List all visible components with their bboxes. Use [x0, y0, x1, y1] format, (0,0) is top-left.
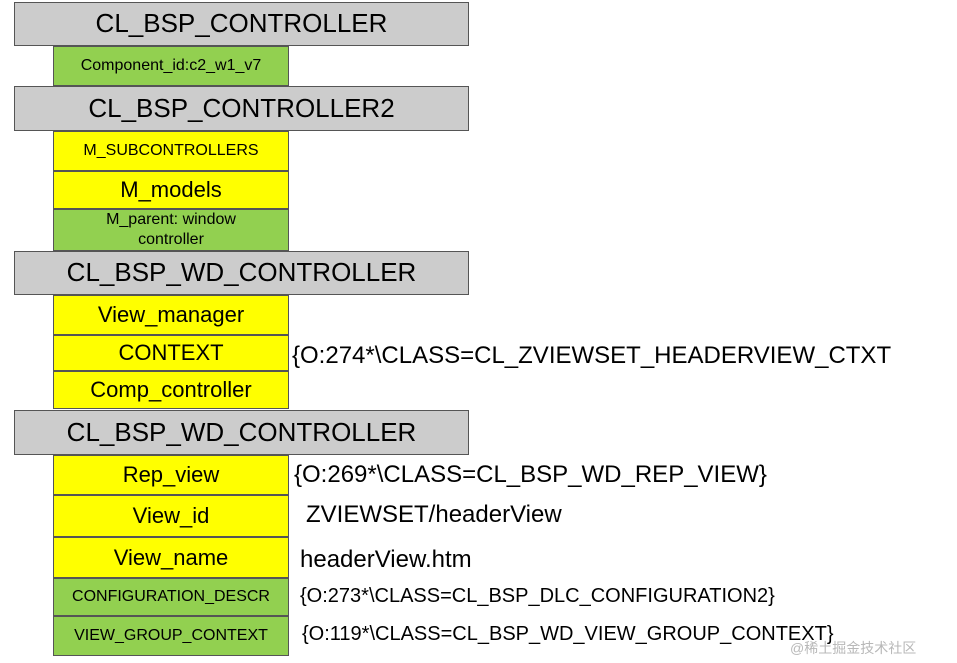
value-view-id: ZVIEWSET/headerView	[306, 501, 562, 528]
field-context: CONTEXT	[53, 335, 289, 371]
value-configuration-descr: {O:273*\CLASS=CL_BSP_DLC_CONFIGURATION2}	[300, 585, 775, 607]
value-view-name: headerView.htm	[300, 546, 472, 573]
field-comp-controller: Comp_controller	[53, 371, 289, 409]
field-view-id: View_id	[53, 495, 289, 537]
class-header-cl-bsp-wd-controller-1: CL_BSP_WD_CONTROLLER	[14, 251, 469, 295]
field-m-subcontrollers: M_SUBCONTROLLERS	[53, 131, 289, 171]
field-m-models: M_models	[53, 171, 289, 209]
field-m-parent: M_parent: window controller	[53, 209, 289, 251]
value-view-group-context: {O:119*\CLASS=CL_BSP_WD_VIEW_GROUP_CONTE…	[302, 623, 834, 645]
class-header-cl-bsp-controller2: CL_BSP_CONTROLLER2	[14, 86, 469, 131]
watermark: @稀土掘金技术社区	[790, 640, 917, 656]
value-rep-view: {O:269*\CLASS=CL_BSP_WD_REP_VIEW}	[294, 461, 767, 488]
field-rep-view: Rep_view	[53, 455, 289, 495]
field-component-id: Component_id:c2_w1_v7	[53, 46, 289, 86]
field-view-group-context: VIEW_GROUP_CONTEXT	[53, 616, 289, 656]
field-view-manager: View_manager	[53, 295, 289, 335]
class-header-cl-bsp-controller: CL_BSP_CONTROLLER	[14, 2, 469, 46]
value-context: {O:274*\CLASS=CL_ZVIEWSET_HEADERVIEW_CTX…	[292, 342, 892, 369]
field-view-name: View_name	[53, 537, 289, 578]
field-configuration-descr: CONFIGURATION_DESCR	[53, 578, 289, 616]
class-header-cl-bsp-wd-controller-2: CL_BSP_WD_CONTROLLER	[14, 410, 469, 455]
